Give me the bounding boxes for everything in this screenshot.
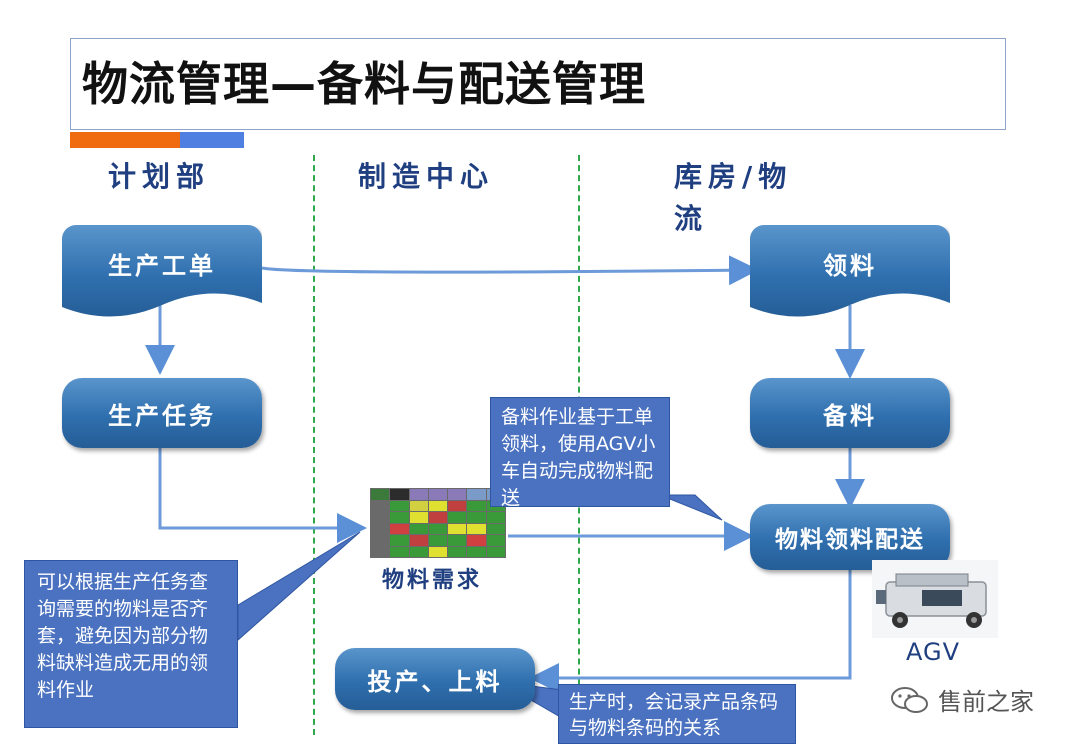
arrow-delivery-to-feeding [529, 570, 852, 693]
node-preparation-label: 备料 [823, 401, 877, 430]
node-preparation: 备料 [750, 378, 950, 448]
page-title: 物流管理—备料与配送管理 [82, 57, 646, 111]
node-work-order-label: 生产工单 [108, 252, 216, 280]
arrow-task-to-demand [158, 448, 367, 543]
callout-kitting-query: 可以根据生产任务查询需要的物料是否齐套，避免因为部分物料缺料造成无用的领料作业 [24, 560, 238, 728]
callout-kitting-query-text: 可以根据生产任务查询需要的物料是否齐套，避免因为部分物料缺料造成无用的领料作业 [37, 571, 209, 701]
agv-vehicle-image [872, 560, 998, 638]
column-header-warehouse-line1: 库房/物 [674, 160, 793, 193]
callout-pointer-query [237, 531, 361, 642]
wechat-icon [891, 686, 928, 713]
accent-bar-orange [70, 132, 180, 148]
callout-agv-delivery: 备料作业基于工单领料，使用AGV小车自动完成物料配送 [490, 397, 670, 509]
node-feeding: 投产、上料 [335, 648, 535, 710]
callout-pointer-agv [659, 494, 723, 521]
callout-barcode-record-text: 生产时，会记录产品条码与物料条码的关系 [569, 691, 779, 739]
node-feeding-label: 投产、上料 [367, 667, 503, 696]
callout-agv-delivery-text: 备料作业基于工单领料，使用AGV小车自动完成物料配送 [501, 406, 656, 509]
watermark-text: 售前之家 [938, 688, 1034, 716]
lane-divider-left [313, 155, 315, 735]
accent-bar-blue [180, 132, 244, 148]
node-delivery-label: 物料领料配送 [775, 527, 925, 553]
node-picking-label: 领料 [823, 252, 877, 280]
watermark: 售前之家 [890, 682, 1034, 717]
column-header-planning: 计划部 [108, 160, 211, 193]
title-box [70, 38, 1006, 130]
node-production-task-label: 生产任务 [108, 401, 216, 430]
node-delivery: 物料领料配送 [750, 504, 950, 570]
column-header-warehouse: 库房/物 流 [674, 155, 792, 237]
material-demand-table-thumbnail [370, 488, 506, 558]
material-demand-label: 物料需求 [382, 568, 483, 593]
agv-label: AGV [906, 638, 961, 666]
node-production-task: 生产任务 [62, 378, 262, 448]
callout-barcode-record: 生产时，会记录产品条码与物料条码的关系 [558, 684, 796, 744]
column-header-manufacturing: 制造中心 [358, 160, 495, 193]
arrow-workorder-to-picking [261, 255, 759, 286]
column-header-warehouse-line2: 流 [674, 202, 709, 235]
